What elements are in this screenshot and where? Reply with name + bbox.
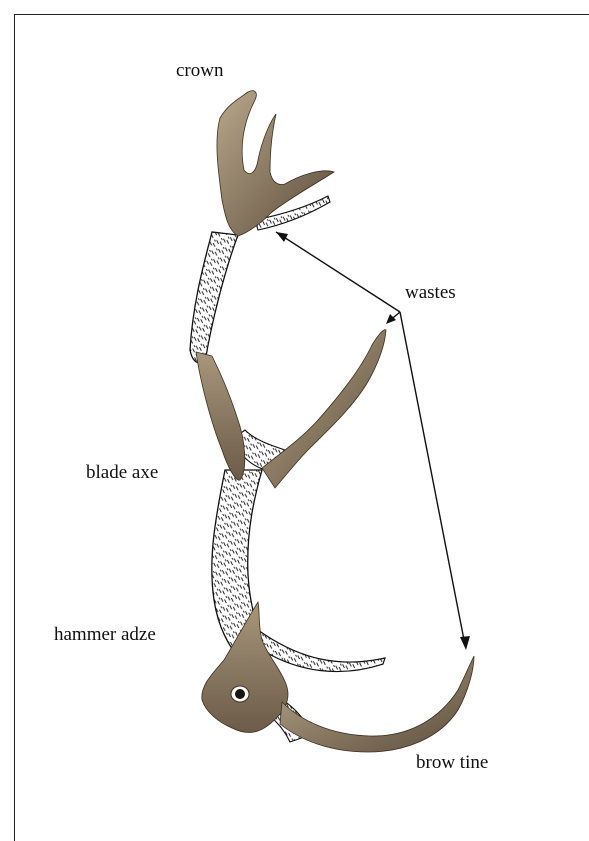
wastes-label: wastes <box>405 282 456 304</box>
crown-label: crown <box>176 60 223 82</box>
brow-tine-label: brow tine <box>416 752 488 774</box>
hammer-adze-label: hammer adze <box>54 624 156 646</box>
antler-photo-parts <box>196 91 474 752</box>
blade-axe-label: blade axe <box>86 462 158 484</box>
